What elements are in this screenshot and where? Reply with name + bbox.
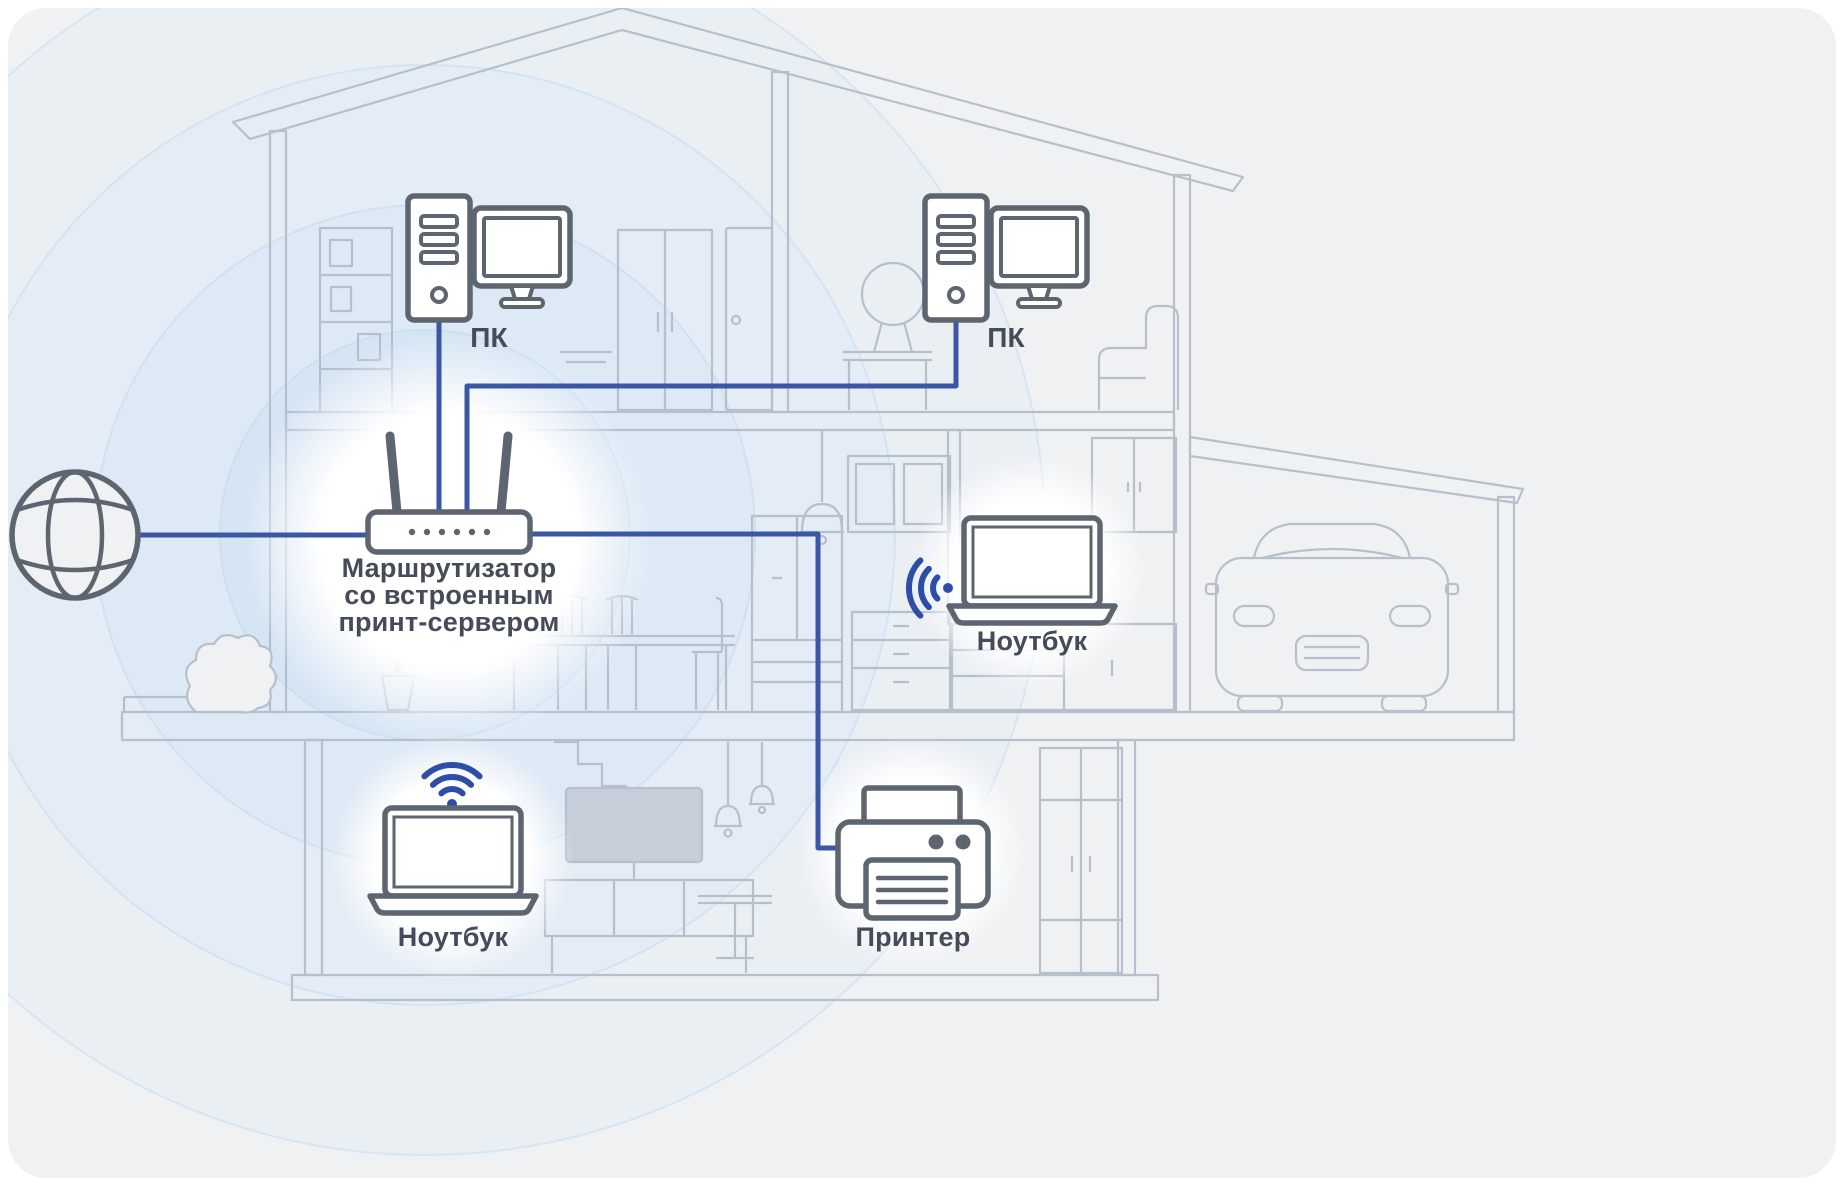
laptop-middle-icon: [949, 518, 1115, 623]
wire-pcright-router: [464, 318, 959, 516]
connection-lines: [134, 318, 959, 851]
tall-cabinet: [750, 514, 844, 714]
bush: [185, 633, 278, 714]
labels: ПК ПК Маршрутизатор со встроенным принт-…: [338, 322, 1087, 952]
printer-label: Принтер: [856, 922, 971, 952]
kitchen-drawers: [850, 610, 952, 712]
wardrobe: [616, 228, 714, 412]
pc-right-label: ПК: [987, 322, 1025, 353]
side-table: [698, 894, 772, 960]
wifi-signal-icon-middle: [905, 557, 953, 619]
router-label-line2: со встроенным: [344, 580, 553, 610]
laptop-basement-label: Ноутбук: [398, 922, 509, 952]
router-label-line3: принт-сервером: [338, 607, 559, 637]
basement-cabinet: [1038, 746, 1124, 975]
router-label-line1: Маршрутизатор: [342, 553, 557, 583]
router-icon: [365, 431, 533, 555]
globe-icon: [9, 469, 141, 601]
sofa: [1097, 304, 1180, 410]
pc-left-label: ПК: [470, 322, 508, 353]
interior-door: [724, 226, 774, 412]
garage-roof: [1188, 435, 1525, 505]
main-roof: [231, 8, 1245, 193]
wall-shelf: [560, 350, 612, 364]
laptop-middle-label: Ноутбук: [977, 626, 1088, 656]
devices: [9, 196, 1115, 921]
basement-floor-slab: [290, 973, 1160, 1002]
wire-router-printer: [526, 531, 842, 851]
basement-pendant-lamps: [714, 742, 775, 838]
car: [1204, 522, 1460, 713]
laptop-basement-icon: [370, 808, 536, 913]
printer-icon: [835, 785, 991, 921]
